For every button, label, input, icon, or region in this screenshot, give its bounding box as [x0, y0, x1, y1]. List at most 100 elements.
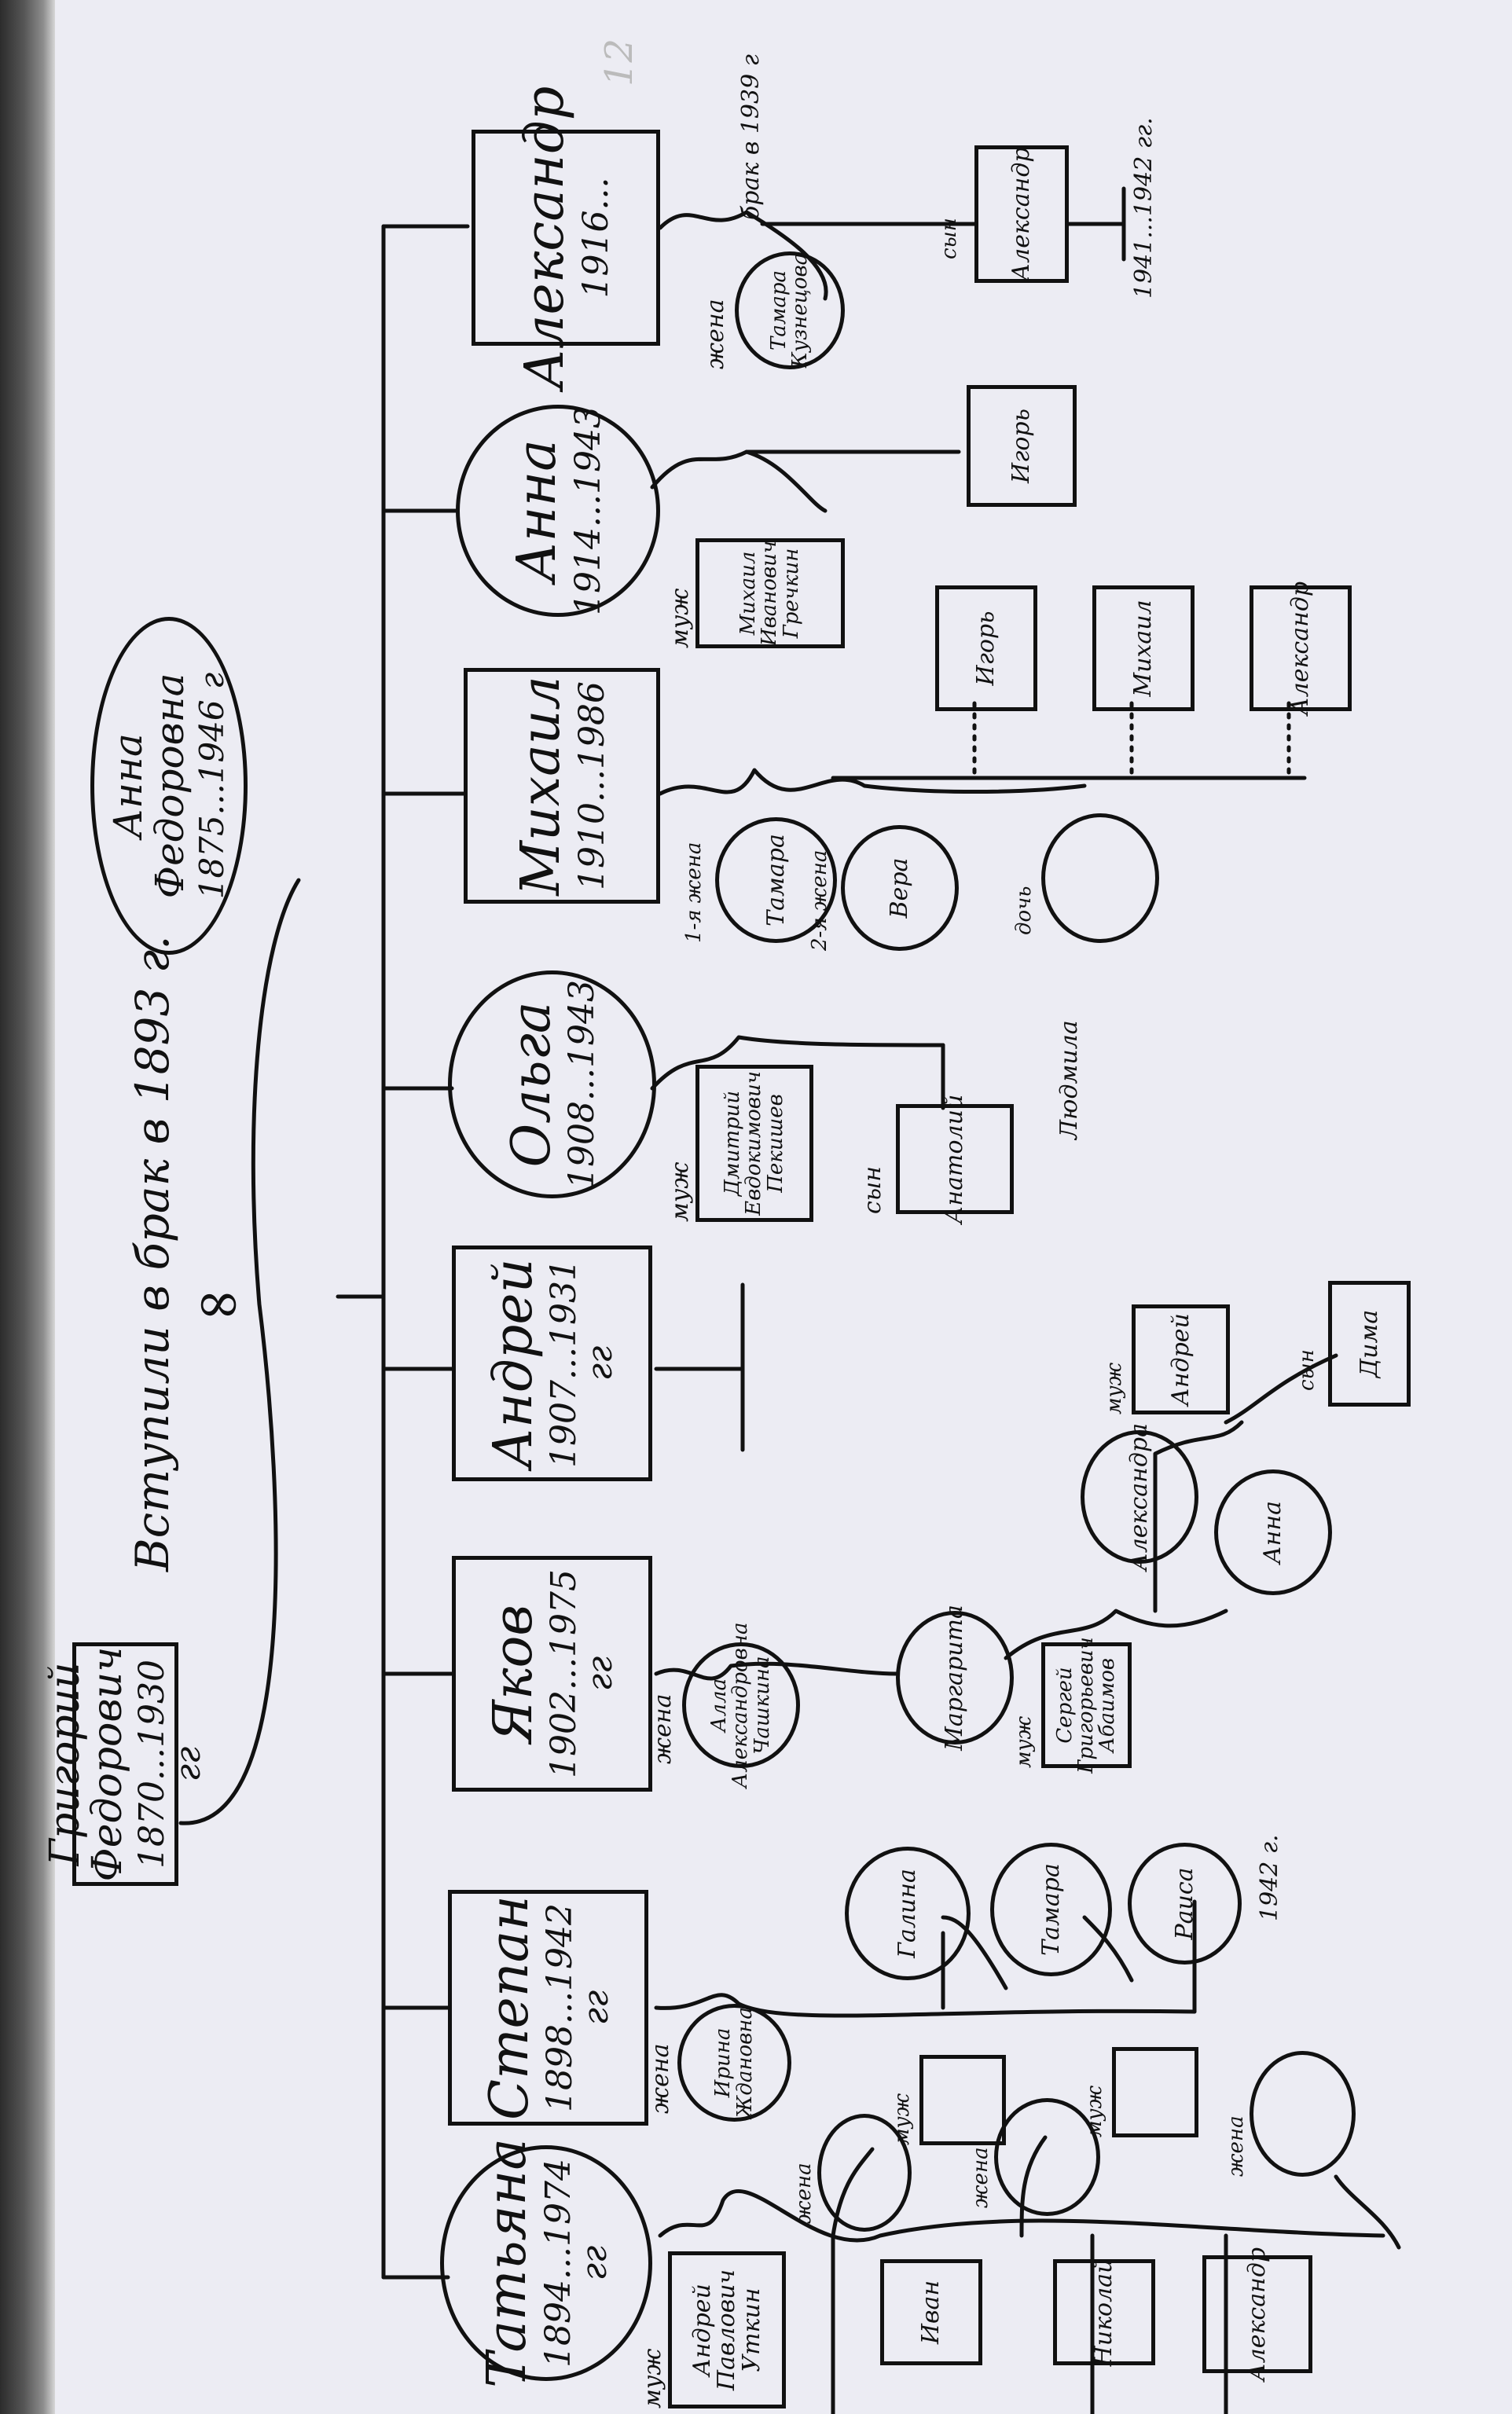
great-grandchild-dima-name: Дима	[1355, 1309, 1383, 1378]
grandchild-mikhail-g-name: Михаил	[1129, 600, 1158, 697]
daughter-lyudmila-role: дочь	[1012, 886, 1036, 935]
grandchild-raisa: Раиса	[1128, 1843, 1242, 1965]
grandchild-anatoly-name: Анатолий	[941, 1094, 969, 1224]
spouse-stepan-role: жена	[647, 2043, 674, 2114]
margarita-husband: Сергей Григорьевич Абаимов	[1041, 1637, 1132, 1774]
alexandr-son-dates: 1941...1942 гг.	[1130, 117, 1158, 299]
grandchild-igor-2: Игорь	[967, 385, 1077, 507]
child-yakov: Яков 1902...1975 гг	[452, 1556, 652, 1792]
margarita-children-links	[1153, 1353, 1338, 1613]
spouse-alexandr-name: Тамара Кузнецова	[766, 252, 812, 369]
founder-husband: Григорий Федорович 1870...1930 гг	[42, 1642, 208, 1886]
alexandr-wife-role: жена	[1224, 2115, 1248, 2177]
grandchild-galina-name: Галина	[894, 1869, 922, 1958]
spouse-stepan-name: Ирина Ждановна	[711, 2007, 757, 2119]
child-tatyana-name: Татьяна	[476, 2138, 539, 2388]
grandchild-galina: Галина	[845, 1847, 971, 1980]
spouse-olga-name: Дмитрий Евдокимович Пекишев	[721, 1071, 787, 1216]
grandchild-anna-m-name: Анна	[1259, 1500, 1287, 1565]
spouse-tatyana-role: муж	[639, 2348, 666, 2408]
child-stepan-dates: 1898...1942 гг	[540, 1903, 617, 2112]
anatoly-role: сын	[859, 1166, 886, 1214]
nikolay-wife-link	[1019, 2135, 1048, 2238]
spouse-yakov-name: Алла Александровна Чашкина	[707, 1622, 774, 1788]
marriage-caption: Вступили в брак в 1893 г.	[126, 935, 179, 1572]
child-alexandr-name: Александр	[514, 86, 577, 390]
spouse-anna: Михаил Иванович Гречкин	[695, 538, 845, 648]
child-andrey-name: Андрей	[482, 1258, 545, 1469]
child-andrey-dates: 1907...1931 гг	[544, 1259, 621, 1468]
alexandr-marriage-note: брак в 1939 г	[737, 54, 765, 220]
grandchild-alexandr-t-name: Александр	[1243, 2247, 1272, 2382]
child-alexandr: Александр 1916...	[472, 86, 660, 389]
spouse-tatyana: Андрей Павлович Уткин	[668, 2251, 786, 2408]
child-yakov-name: Яков	[482, 1604, 545, 1744]
stepan-spouse-line	[654, 1993, 1197, 2018]
stepan-children-links	[941, 1899, 1197, 2014]
alexandr-wife-link	[1334, 2174, 1401, 2250]
grandchild-igor-1: Игорь	[935, 585, 1037, 711]
spouse-mikhail-1-role: 1-я жена	[682, 842, 706, 943]
grandchild-alexandr-g-name: Александр	[1286, 581, 1315, 716]
anna-spouse-line	[650, 449, 828, 513]
anna-m-husband-name: Андрей	[1166, 1313, 1195, 1406]
spouse-yakov: Алла Александровна Чашкина	[682, 1623, 800, 1788]
child-olga-dates: 1908...1943	[562, 980, 603, 1189]
margarita-husband-role: муж	[1012, 1715, 1036, 1768]
child-mikhail-dates: 1910...1986	[571, 681, 612, 890]
tatyana-spouse-line	[658, 2188, 1385, 2243]
spouse-alexandr-role: жена	[702, 299, 729, 369]
grandchild-tamara: Тамара	[990, 1843, 1112, 1976]
founder-wife-name: Анна Федоровна	[105, 673, 193, 899]
grandchild-tamara-name: Тамара	[1037, 1863, 1065, 1956]
child-andrey: Андрей 1907...1931 гг	[452, 1246, 652, 1481]
spouse-mikhail-1-name: Тамара	[762, 834, 790, 926]
child-stepan-name: Степан	[478, 1895, 541, 2120]
margarita-line	[1004, 1609, 1228, 1660]
page-marker: 12	[597, 38, 641, 86]
book-binding-shadow	[0, 0, 55, 2414]
grandchild-igor-1-name: Игорь	[972, 611, 1000, 686]
alexandr-spouse-line	[658, 210, 828, 301]
grandchild-nikolay-name: Николай	[1090, 2258, 1118, 2367]
andrey-terminator	[654, 1282, 745, 1452]
grandchild-ivan: Иван	[880, 2259, 982, 2365]
child-mikhail-name: Михаил	[510, 676, 573, 896]
nikolay-wife-role: жена	[969, 2147, 993, 2208]
child-tatyana-dates: 1894...1974 гг	[538, 2159, 615, 2368]
spouse-olga: Дмитрий Евдокимович Пекишев	[695, 1065, 813, 1222]
yakov-spouse-line	[654, 1661, 898, 1681]
child-olga: Ольга 1908...1943	[448, 970, 656, 1198]
grandchild-alexandr-son-name: Александр	[1007, 147, 1036, 281]
spouse-olga-role: муж	[666, 1161, 694, 1222]
raisa-dates: 1942 г.	[1256, 1834, 1283, 1921]
margarita-husband-name: Сергей Григорьевич Абаимов	[1052, 1637, 1120, 1774]
ivan-wife-link	[831, 2147, 875, 2238]
spouse-mikhail-2-name: Вера	[886, 857, 914, 919]
grandchild-ivan-name: Иван	[917, 2280, 945, 2345]
child-mikhail: Михаил 1910...1986	[464, 668, 660, 904]
grandchild-margarita-name: Маргарита	[941, 1605, 969, 1751]
daughter-lyudmila-name: Людмила	[1055, 1020, 1083, 1139]
spouse-stepan: Ирина Ждановна	[677, 2004, 791, 2122]
grandchild-anatoly: Анатолий	[896, 1095, 1014, 1224]
grandchild-nikolay: Николай	[1053, 2258, 1155, 2367]
mikhail-spouse-line	[658, 768, 1087, 796]
grandchild-alexandra: Александра	[1081, 1423, 1198, 1571]
raisa-husband-role: муж	[1083, 2085, 1106, 2137]
spouse-mikhail-2: Вера	[841, 825, 959, 951]
grandchild-margarita: Маргарита	[896, 1605, 1014, 1751]
founder-husband-name: Григорий Федорович	[41, 1646, 132, 1882]
raisa-husband-box	[1112, 2047, 1198, 2137]
child-anna: Анна 1914...1943	[456, 405, 660, 617]
child-yakov-dates: 1902...1975 гг	[544, 1569, 621, 1778]
spouse-yakov-role: жена	[649, 1693, 677, 1764]
grandchild-alexandr-son: Александр	[974, 145, 1069, 283]
daughter-lyudmila	[1041, 813, 1159, 943]
galina-husband-box	[919, 2055, 1006, 2145]
dima-role: сын	[1295, 1349, 1319, 1391]
grandchild-igor-2-name: Игорь	[1007, 409, 1036, 483]
marriage-rings-icon: ∞	[195, 1269, 242, 1335]
child-anna-dates: 1914...1943	[567, 406, 608, 615]
